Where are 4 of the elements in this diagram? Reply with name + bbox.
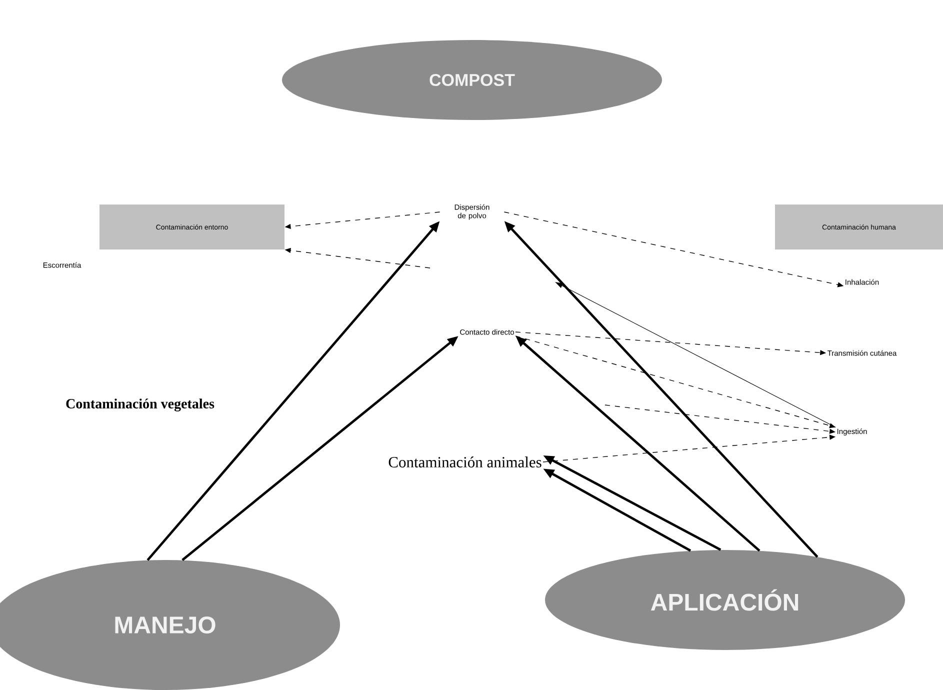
node-label: Contaminación animales xyxy=(388,456,542,468)
node-label: Contaminación vegetales xyxy=(66,398,214,412)
ellipse-node: COMPOST xyxy=(282,40,662,120)
ellipse-node: APLICACIÓN xyxy=(545,550,905,650)
